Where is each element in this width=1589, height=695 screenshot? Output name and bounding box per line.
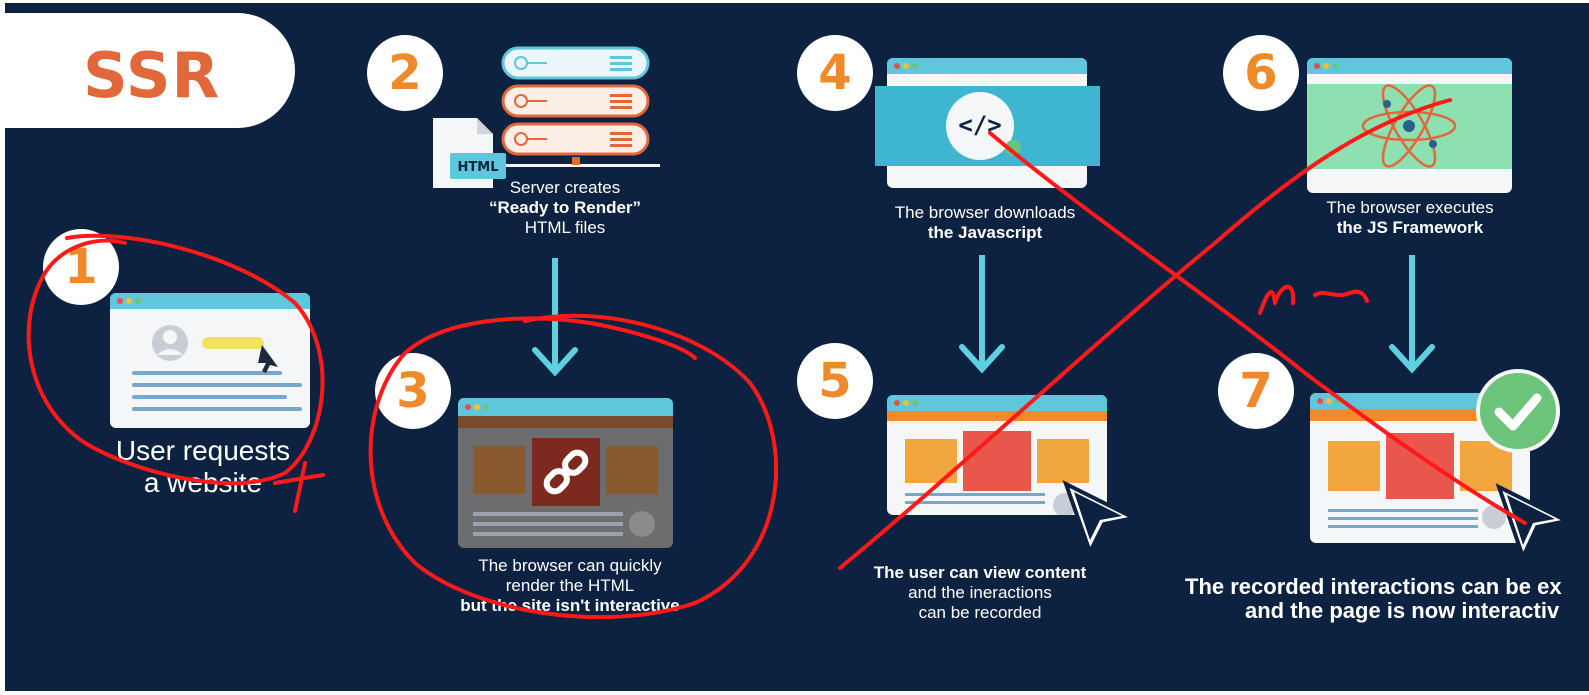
circle-around-step-1 xyxy=(26,233,325,486)
step-4-line-2: the Javascript xyxy=(927,223,1043,242)
step-4-number: 4 xyxy=(797,35,873,111)
step-6-browser-illustration xyxy=(1307,58,1512,193)
red-ink-annotations xyxy=(26,98,1527,620)
step-6-line-1: The browser executes xyxy=(1326,198,1494,217)
handwritten-squiggle xyxy=(1258,284,1369,315)
step-5-caption: The user can view content and the inerac… xyxy=(845,563,1115,623)
step-2-line-2: “Ready to Render” xyxy=(488,198,642,217)
diagram-panel: SSR 1 2 3 4 5 6 7 User requests a websit… xyxy=(5,3,1589,691)
step-2-line-3: HTML files xyxy=(524,218,606,237)
cross-stroke-1 xyxy=(838,98,1452,570)
step-3-number: 3 xyxy=(375,353,451,429)
checkmark-icon xyxy=(1475,368,1561,454)
step-4-browser-illustration xyxy=(875,58,1100,193)
step-2-line-1: Server creates xyxy=(509,178,621,197)
diagram-title: SSR xyxy=(83,39,221,112)
circle-around-step-3 xyxy=(368,313,779,620)
step-1-number: 1 xyxy=(43,229,119,305)
step-2-caption: Server creates “Ready to Render” HTML fi… xyxy=(445,178,685,238)
step-3-caption: The browser can quickly render the HTML … xyxy=(445,556,695,616)
arrow-6-to-7 xyxy=(1387,255,1437,375)
cross-stroke-2 xyxy=(988,131,1527,525)
step-5-line-3: can be recorded xyxy=(918,603,1042,622)
title-pill: SSR xyxy=(5,13,295,128)
step-7-line-1: The recorded interactions can be ex xyxy=(1185,574,1562,599)
step-1-browser-illustration xyxy=(110,293,310,428)
step-5-browser-illustration xyxy=(887,395,1107,515)
step-3-line-1: The browser can quickly xyxy=(478,556,662,575)
step-6-caption: The browser executes the JS Framework xyxy=(1280,198,1540,238)
step-7-line-2: and the page is now interactiv xyxy=(1245,598,1560,623)
html-file-label: HTML xyxy=(457,160,499,175)
step-4-caption: The browser downloads the Javascript xyxy=(850,203,1120,243)
step-7-caption: The recorded interactions can be ex and … xyxy=(1183,575,1583,623)
step-7-number: 7 xyxy=(1218,353,1294,429)
step-5-cursor-icon xyxy=(1060,478,1140,558)
tick-near-step-1-text xyxy=(273,461,325,513)
step-6-number: 6 xyxy=(1223,35,1299,111)
step-2-number: 2 xyxy=(367,35,443,111)
step-1-line-1: User requests xyxy=(115,435,291,466)
arrow-4-to-5 xyxy=(957,255,1007,375)
step-4-line-1: The browser downloads xyxy=(894,203,1076,222)
step-6-line-2: the JS Framework xyxy=(1336,218,1484,237)
step-7-browser-illustration xyxy=(1310,393,1530,543)
step-7-cursor-icon xyxy=(1493,481,1573,563)
step-3-line-3: but the site isn't interactive xyxy=(460,596,680,615)
step-5-number: 5 xyxy=(797,343,873,419)
step-2-server-illustration xyxy=(425,43,665,193)
arrow-2-to-3 xyxy=(530,258,580,378)
step-3-browser-illustration xyxy=(458,398,673,548)
step-3-line-2: render the HTML xyxy=(505,576,635,595)
step-5-line-2: and the ineractions xyxy=(908,583,1052,602)
step-5-line-1: The user can view content xyxy=(873,563,1087,582)
